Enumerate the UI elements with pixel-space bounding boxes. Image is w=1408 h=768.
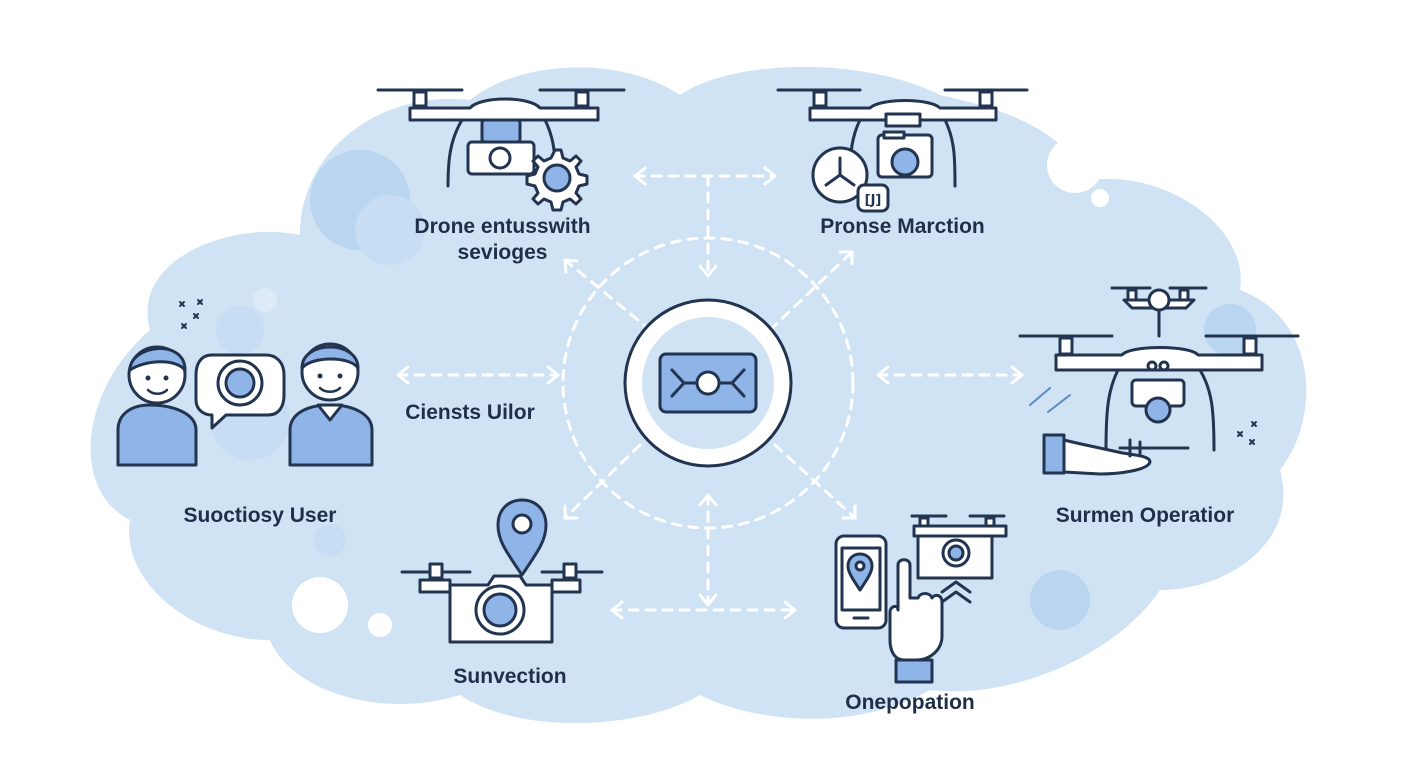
label-drone-services-line1: Drone entusswith	[414, 215, 591, 238]
label-clients-uilor: Ciensts Uilor	[405, 401, 535, 424]
label-onepopation: Onepopation	[845, 691, 975, 714]
label-drone-services: Drone entusswith sevioges	[395, 214, 610, 266]
label-surmen-operatior: Surmen Operatior	[1055, 504, 1235, 527]
label-drone-services-line2: sevioges	[457, 241, 548, 264]
drone-hand-control-icon	[1018, 286, 1300, 476]
users-chat-camera-icon	[116, 299, 374, 467]
drone-camera-gear-icon	[376, 88, 626, 212]
label-suoctiosy-user: Suoctiosy User	[183, 504, 337, 527]
connector-network	[396, 166, 1024, 620]
label-pronse-marction: Pronse Marction	[820, 215, 985, 238]
drone-camera-propeller-icon: [J]	[776, 88, 1029, 213]
svg-text:[J]: [J]	[865, 193, 882, 208]
drone-location-camera-icon	[400, 498, 604, 644]
phone-hand-drone-icon	[834, 514, 1008, 684]
label-sunvection: Sunvection	[453, 665, 567, 688]
central-hub-drone-icon	[623, 298, 793, 468]
